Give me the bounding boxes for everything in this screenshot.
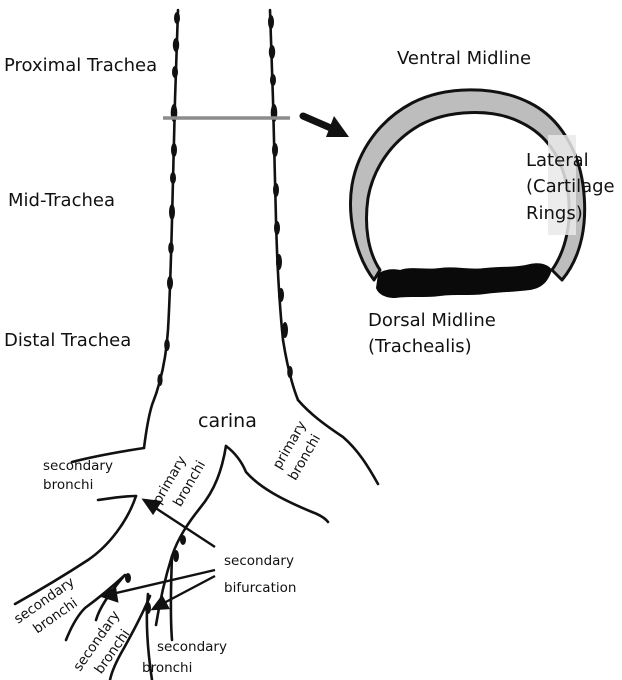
- pointer-arrows: [102, 500, 215, 609]
- label-mid-trachea: Mid-Trachea: [8, 190, 115, 211]
- trachea-tube: [144, 10, 298, 448]
- label-lateral-3: Rings): [526, 203, 583, 224]
- label-secondary-bronchi-left-2: bronchi: [43, 477, 93, 493]
- trachealis-band: [376, 263, 552, 298]
- label-secondary-bronchi-bottom-1: secondary: [157, 639, 227, 655]
- secondary-bronchus-left-upper: [98, 496, 136, 500]
- label-ventral-midline: Ventral Midline: [397, 48, 531, 69]
- label-carina: carina: [198, 410, 257, 432]
- label-secondary-bifurcation-1: secondary: [224, 553, 294, 569]
- bronchi-tree: [15, 400, 378, 680]
- label-lateral-2: (Cartilage: [526, 176, 615, 197]
- label-secondary-bifurcation-2: bifurcation: [224, 580, 296, 596]
- label-trachealis: (Trachealis): [368, 336, 472, 357]
- label-lateral-1: Lateral: [526, 150, 589, 171]
- label-proximal-trachea: Proximal Trachea: [4, 55, 157, 76]
- label-dorsal-midline: Dorsal Midline: [368, 310, 496, 331]
- label-distal-trachea: Distal Trachea: [4, 330, 131, 351]
- label-secondary-bronchi-left-1: secondary: [43, 458, 113, 474]
- label-primary-bronchi-right: primary bronchi: [269, 418, 327, 483]
- label-secondary-bronchi-bottom-2: bronchi: [142, 660, 192, 676]
- label-secondary-bronchi-lowmid: secondary bronchi: [70, 608, 139, 680]
- trachea-right-wall: [270, 10, 298, 400]
- arrow-to-cross-section-icon: [303, 116, 349, 137]
